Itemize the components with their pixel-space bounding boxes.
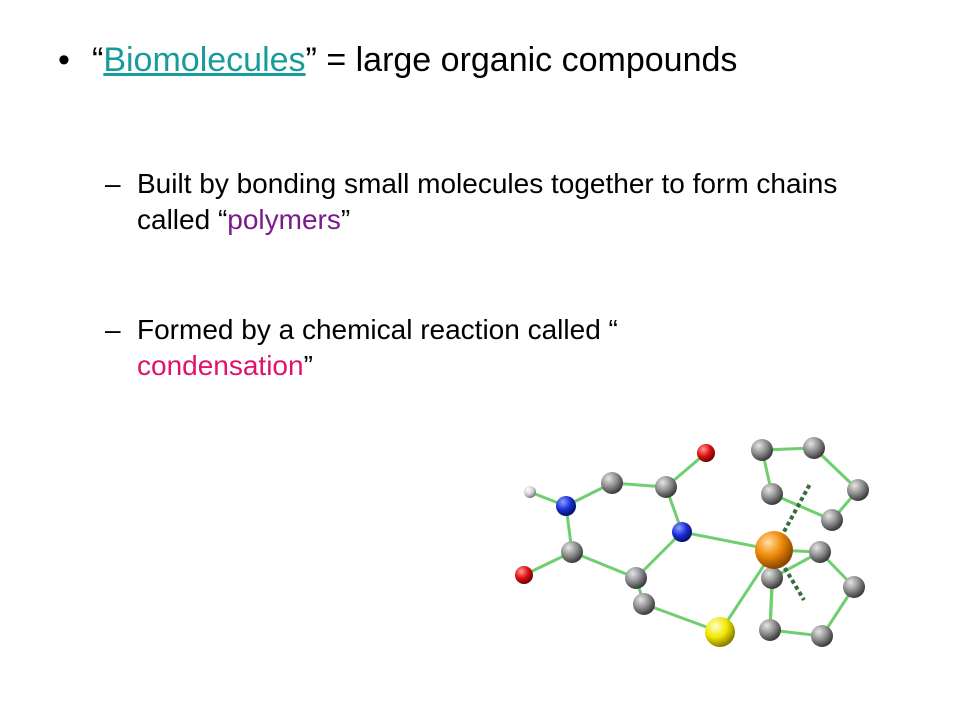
carbon-atom-icon bbox=[761, 567, 783, 589]
carbon-atom-icon bbox=[811, 625, 833, 647]
carbon-atom-icon bbox=[601, 472, 623, 494]
biomolecules-link[interactable]: Biomolecules bbox=[103, 41, 306, 79]
main-bullet: • “Biomolecules” = large organic compound… bbox=[58, 38, 737, 82]
carbon-atom-icon bbox=[633, 593, 655, 615]
carbon-atom-icon bbox=[809, 541, 831, 563]
carbon-atom-icon bbox=[803, 437, 825, 459]
bullet-rest-text: ” = large organic compounds bbox=[305, 41, 738, 79]
carbon-atom-icon bbox=[761, 483, 783, 505]
nitrogen-atom-icon bbox=[672, 522, 692, 542]
dash-marker: – bbox=[105, 314, 121, 345]
dash-marker: – bbox=[105, 168, 121, 199]
carbon-atom-icon bbox=[821, 509, 843, 531]
ball-and-stick-molecule-icon bbox=[515, 437, 869, 647]
sub-bullet-after: ” bbox=[303, 350, 313, 381]
sulfur-atom-icon bbox=[705, 617, 735, 647]
bullet-marker: • bbox=[58, 41, 70, 79]
metal-atom-icon bbox=[755, 531, 793, 569]
carbon-atom-icon bbox=[625, 567, 647, 589]
carbon-atom-icon bbox=[751, 439, 773, 461]
carbon-atom-icon bbox=[759, 619, 781, 641]
nitrogen-atom-icon bbox=[556, 496, 576, 516]
condensation-term: condensation bbox=[137, 350, 304, 381]
atoms bbox=[515, 437, 869, 647]
polymers-term: polymers bbox=[227, 204, 341, 235]
carbon-atom-icon bbox=[561, 541, 583, 563]
sub-bullet-text: Formed by a chemical reaction called “ co… bbox=[137, 312, 897, 384]
sub-bullet-before: Built by bonding small molecules togethe… bbox=[137, 168, 838, 235]
sub-bullet-after: ” bbox=[340, 204, 351, 235]
carbon-atom-icon bbox=[655, 476, 677, 498]
sub-bullet-text: Built by bonding small molecules togethe… bbox=[137, 166, 897, 238]
hydrogen-atom-icon bbox=[524, 486, 536, 498]
oxygen-atom-icon bbox=[697, 444, 715, 462]
open-quote: “ bbox=[92, 41, 104, 79]
oxygen-atom-icon bbox=[515, 566, 533, 584]
sub-bullet-before: Formed by a chemical reaction called “ bbox=[137, 314, 618, 345]
carbon-atom-icon bbox=[843, 576, 865, 598]
carbon-atom-icon bbox=[847, 479, 869, 501]
